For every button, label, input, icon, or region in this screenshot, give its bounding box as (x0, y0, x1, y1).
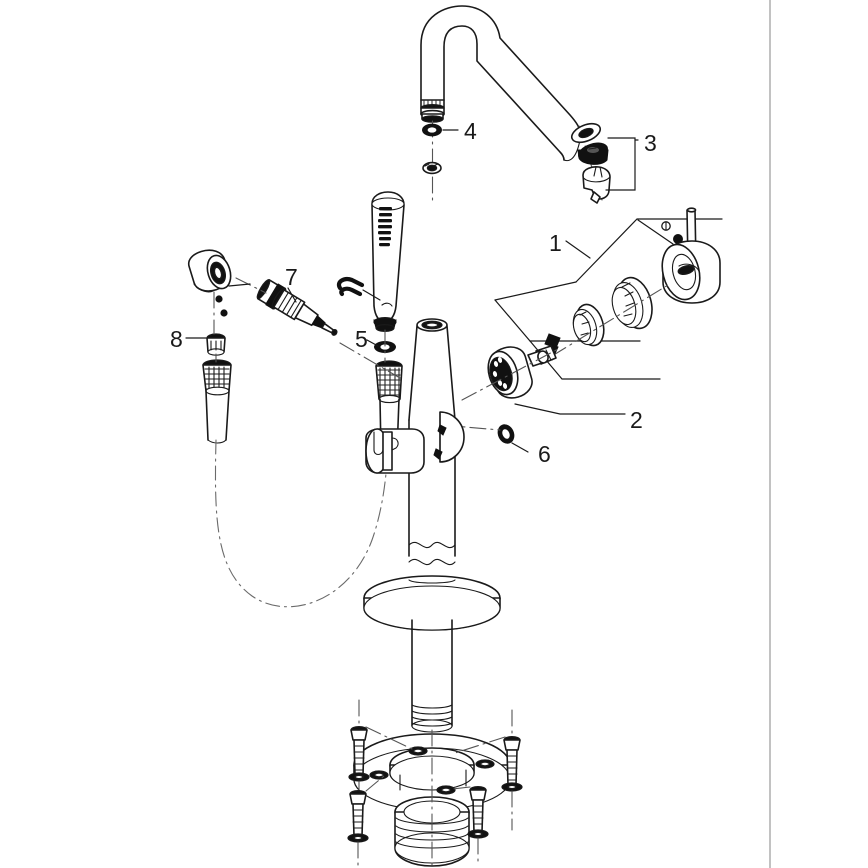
valve-cartridge (487, 346, 549, 399)
part-1-group (494, 207, 723, 357)
spout-washer (422, 161, 442, 175)
mounting-screw-top-right (501, 709, 523, 831)
callout-7-leader (287, 287, 297, 303)
base-collar (394, 796, 470, 867)
handshower-wand (366, 191, 405, 456)
hose-nut-left (202, 359, 232, 444)
lower-tube-threads (411, 704, 453, 727)
flange-bolt-holes (369, 746, 495, 795)
part-2-axis (461, 347, 561, 401)
handle-screw-leader (637, 219, 674, 245)
callout-label-8: 8 (170, 326, 183, 352)
mounting-screw-bottom-right (467, 785, 489, 867)
part-7-axis-lower (339, 342, 401, 379)
part-3-bracket (605, 137, 636, 191)
base-assembly-leaders (365, 726, 506, 792)
part-3-nut (577, 142, 609, 165)
spout-base-knurl (420, 99, 445, 123)
base-assembly (347, 699, 523, 868)
callout-label-5: 5 (355, 326, 368, 352)
callout-1-leader (565, 240, 591, 259)
mounting-screw-top-left (348, 699, 370, 821)
part-4-oring (422, 123, 442, 137)
handle-hub (661, 240, 721, 304)
handshower-cradle (365, 428, 425, 474)
part-1-bracket-left (494, 281, 577, 301)
mounting-screw-bottom-left (347, 789, 369, 867)
callout-label-4: 4 (464, 118, 477, 144)
part-2-group (461, 333, 661, 415)
callout-5-leader (366, 339, 379, 347)
part-1-axis (551, 284, 669, 357)
retaining-clip (336, 277, 381, 301)
part-7-diverter (235, 277, 401, 379)
holder-fasteners (215, 295, 228, 317)
handshower-holder (185, 249, 251, 444)
spout-assembly (420, 5, 581, 201)
escutcheon-plate (363, 575, 501, 631)
callout-label-1: 1 (549, 230, 562, 256)
part-8-gasket (206, 333, 226, 356)
callout-label-7: 7 (285, 264, 298, 290)
part-7-axis-upper (235, 277, 267, 294)
callout-6-leader (511, 442, 529, 453)
trim-ring-small (572, 303, 605, 347)
callout-label-6: 6 (538, 441, 551, 467)
part-6-oring (441, 424, 529, 453)
callout-label-3: 3 (644, 130, 657, 156)
main-body (363, 318, 501, 733)
trim-ring-large (611, 276, 653, 330)
part-3-group (570, 122, 639, 204)
callout-label-2: 2 (630, 407, 643, 433)
clip-leader (362, 289, 381, 301)
handle-set-screw (661, 221, 683, 244)
holder-leader (228, 283, 251, 287)
part-2-bracket (514, 403, 626, 415)
hose-route-path (214, 439, 388, 608)
part-3-connector (582, 166, 611, 204)
part-5-washer (374, 341, 396, 353)
part-3-seal-ring (570, 122, 602, 144)
